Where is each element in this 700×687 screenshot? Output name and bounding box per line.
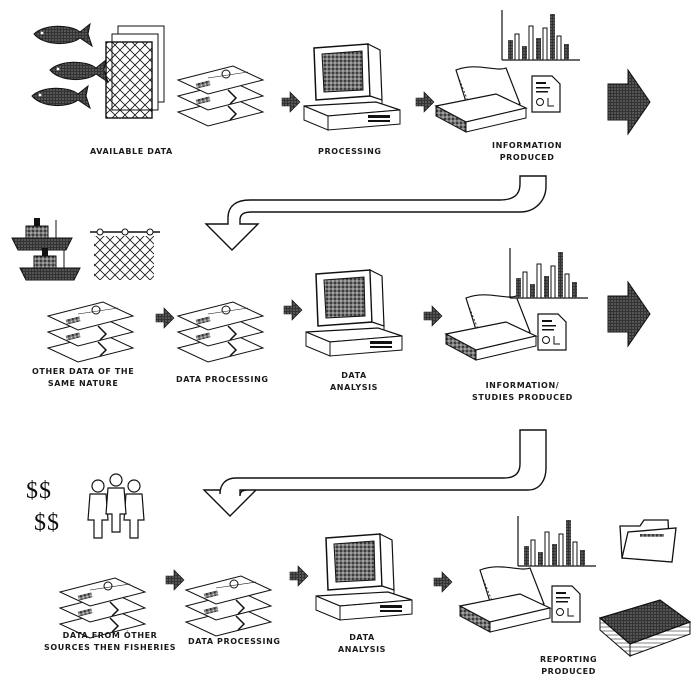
arrow-icon [289,565,309,587]
label-other-data: OTHER DATA OF THE SAME NATURE [32,366,134,390]
label-text: DATA FROM ÓTHER [62,631,158,640]
printer-icon [435,66,527,133]
label-text: DATA PROCESSING [176,375,269,384]
sheet-stack-icon [177,301,264,363]
sheet-stack-icon [59,577,146,639]
label-data-processing: DATA PROCESSING [176,374,269,386]
big-arrow-icon [607,69,651,135]
label-information-produced: INFORMATION PRODUCED [492,140,562,164]
label-text: INFORMATION/ [485,381,560,390]
arrow-icon [433,571,453,593]
label-text: PRODUCED [541,667,596,676]
fish-icon-1 [33,23,93,47]
label-data-processing: DATA PROCESSING [188,636,281,648]
fish-icon-2 [49,59,109,83]
label-text: DATA [349,633,375,642]
printer-icon [445,294,537,361]
label-text: SOURCES THEN FISHERIES [44,643,177,652]
dollar-sign-icon: $$ [34,510,60,536]
label-text: SAME NATURE [47,379,119,388]
fishing-net-icon [90,228,160,280]
label-text: DATA [341,371,367,380]
sheet-stack-icon [185,575,272,637]
ship-icon-2 [19,247,81,281]
person-icon-3 [105,473,127,533]
arrow-icon [283,299,303,321]
sheet-stack-icon [47,301,134,363]
person-icon-2 [123,479,145,539]
computer-icon [315,533,413,621]
person-icon-1 [87,479,109,539]
label-available-data: AVAILABLE DATA [90,146,173,158]
label-text: STUDIES PRODUCED [472,393,573,402]
arrow-icon [423,305,443,327]
arrow-icon [155,307,175,329]
report-icon [537,313,567,351]
label-text: ANALYSIS [338,645,387,654]
data-sheets-icon [105,25,165,119]
computer-icon [303,43,401,131]
label-data-from-other-sources: DATA FROM ÓTHER SOURCES THEN FISHERIES [44,630,176,654]
label-text: PROCESSING [318,147,382,156]
arrow-icon [165,569,185,591]
label-text: PRODUCED [499,153,555,162]
report-icon [531,75,561,113]
arrow-icon [415,91,435,113]
label-text: OTHER DATA OF THE [32,367,135,376]
computer-icon [305,269,403,357]
connector-arrow-icon [202,429,547,517]
label-text: DATA PROCESSING [188,637,281,646]
dollar-sign-icon: $$ [26,478,52,504]
bar-chart-icon [517,515,597,567]
arrow-icon [281,91,301,113]
bar-chart-icon [509,247,589,299]
book-icon [599,599,691,657]
folder-icon [619,519,677,563]
label-reporting-produced: REPORTING PRODUCED [540,654,597,678]
label-text: AVAILABLE DATA [90,147,173,156]
report-icon [551,585,581,623]
fish-icon-3 [31,85,91,109]
label-text: REPORTING [540,655,598,664]
label-data-analysis: DATA ANALYSIS [338,632,386,656]
label-text: ANALYSIS [330,383,379,392]
printer-icon [459,566,551,633]
label-studies-produced: INFORMATION/ STUDIES PRODUCED [472,380,573,404]
big-arrow-icon [607,281,651,347]
sheet-stack-icon [177,65,264,127]
connector-arrow-icon [204,175,547,251]
label-data-analysis: DATA ANALYSIS [330,370,378,394]
bar-chart-icon [501,9,581,61]
label-text: INFORMATION [492,141,563,150]
label-processing: PROCESSING [318,146,382,158]
ship-icon-1 [11,217,73,251]
